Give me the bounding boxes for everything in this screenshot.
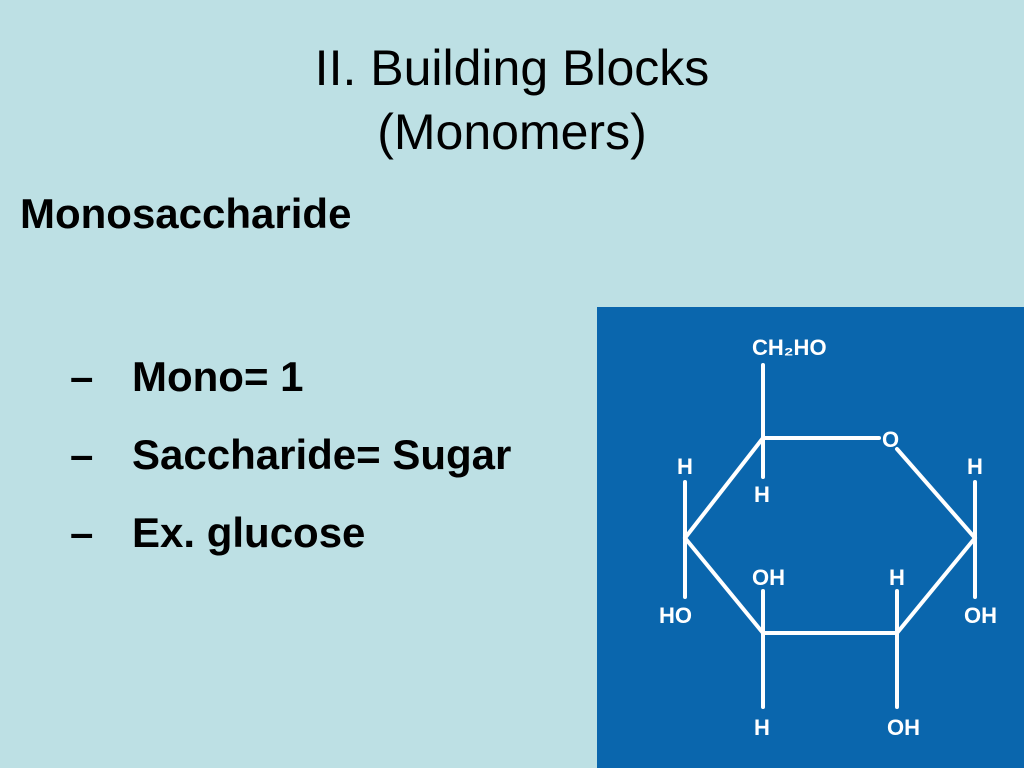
label-c4-h: H xyxy=(677,454,693,479)
label-c4-ho: HO xyxy=(659,603,692,628)
section-heading: Monosaccharide xyxy=(20,190,352,237)
bullet-item-example: –Ex. glucose xyxy=(70,494,511,572)
bond-c3-c4 xyxy=(683,536,765,635)
glucose-structure-svg: CH₂HO O H H HO OH H H OH H OH xyxy=(659,335,997,740)
label-ch2oh: CH₂HO xyxy=(752,335,827,360)
title-line-1: II. Building Blocks xyxy=(314,40,710,96)
label-c3-h: H xyxy=(754,715,770,740)
label-c5-h: H xyxy=(754,482,770,507)
label-c2-h: H xyxy=(889,565,905,590)
bullet-list: –Mono= 1 –Saccharide= Sugar –Ex. glucose xyxy=(70,338,511,572)
label-c3-oh: OH xyxy=(752,565,785,590)
glucose-structure-diagram: CH₂HO O H H HO OH H H OH H OH xyxy=(597,307,1024,768)
bond-c1-c2 xyxy=(895,536,977,635)
bond-c4-c5 xyxy=(683,436,765,540)
label-c2-oh: OH xyxy=(887,715,920,740)
slide-title: II. Building Blocks (Monomers) xyxy=(0,36,1024,164)
bond-o-c1 xyxy=(895,447,977,540)
label-c1-h: H xyxy=(967,454,983,479)
title-line-2: (Monomers) xyxy=(377,104,647,160)
label-c1-oh: OH xyxy=(964,603,997,628)
bullet-text: Ex. glucose xyxy=(132,509,366,556)
bullet-item-mono: –Mono= 1 xyxy=(70,338,511,416)
bullet-dash: – xyxy=(70,509,94,556)
label-ring-oxygen: O xyxy=(882,427,899,452)
bullet-text: Saccharide= Sugar xyxy=(132,431,512,478)
bullet-dash: – xyxy=(70,431,94,478)
bullet-item-saccharide: –Saccharide= Sugar xyxy=(70,416,511,494)
bullet-text: Mono= 1 xyxy=(132,353,304,400)
bullet-dash: – xyxy=(70,353,94,400)
